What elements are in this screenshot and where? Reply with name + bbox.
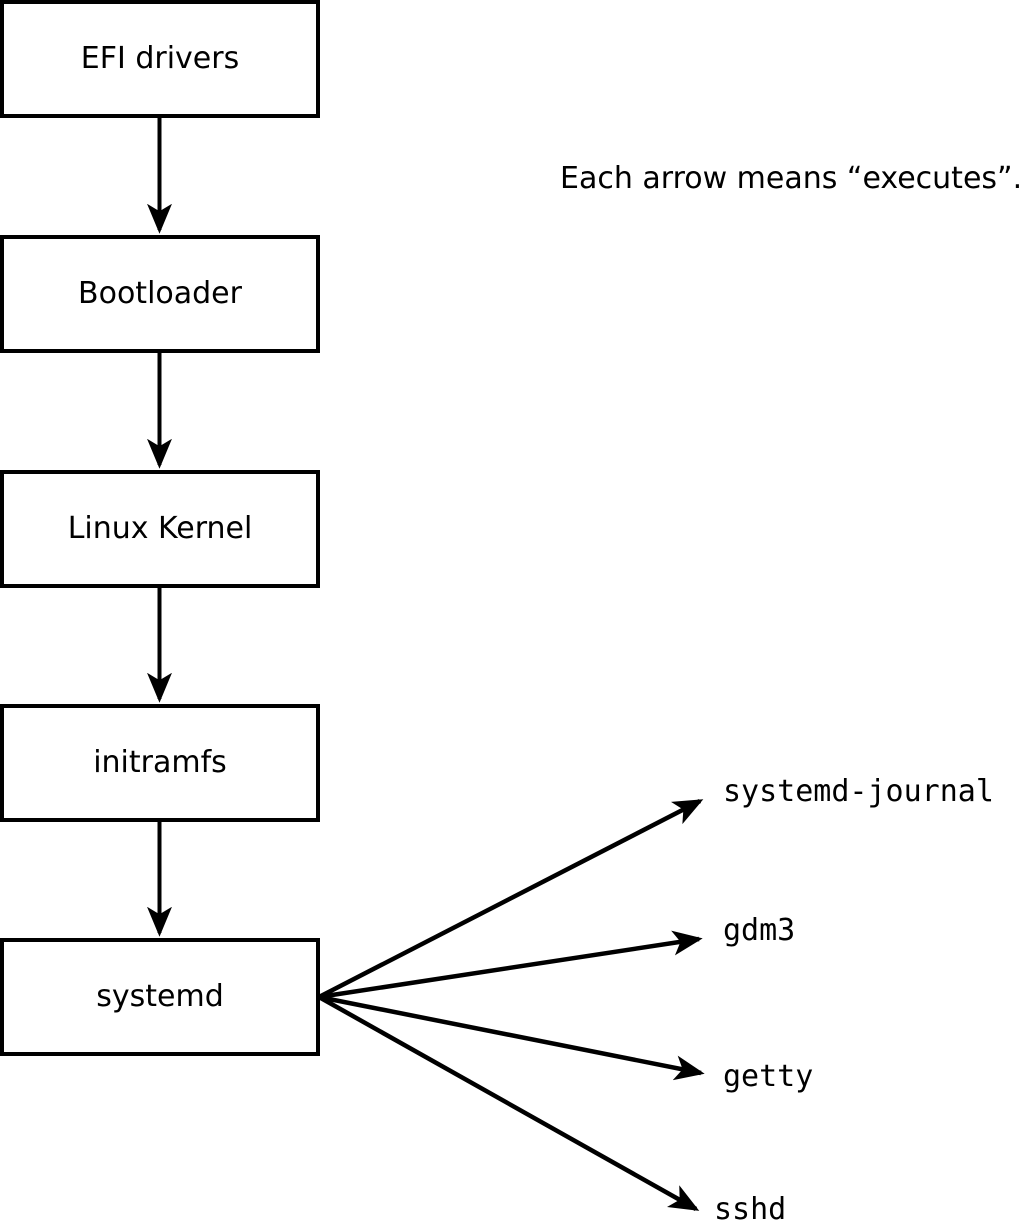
label-gdm3: gdm3 xyxy=(723,913,796,948)
node-linux-kernel: Linux Kernel xyxy=(0,470,320,588)
node-initramfs-label: initramfs xyxy=(93,745,227,780)
node-bootloader: Bootloader xyxy=(0,235,320,353)
node-initramfs: initramfs xyxy=(0,704,320,822)
arrow-systemd-to-gdm3 xyxy=(318,930,703,1000)
arrow-systemd-to-sshd xyxy=(317,995,700,1211)
caption-arrow-meaning: Each arrow means “executes”. xyxy=(560,161,1023,196)
label-getty: getty xyxy=(723,1059,814,1094)
label-systemd-journal: systemd-journal xyxy=(723,774,994,809)
node-bootloader-label: Bootloader xyxy=(78,276,242,311)
arrow-systemd-to-systemd-journal xyxy=(317,798,704,1000)
label-sshd: sshd xyxy=(714,1192,787,1227)
node-efi-drivers: EFI drivers xyxy=(0,0,320,118)
node-systemd: systemd xyxy=(0,938,320,1056)
node-efi-drivers-label: EFI drivers xyxy=(80,41,240,76)
node-systemd-label: systemd xyxy=(96,979,224,1014)
node-linux-kernel-label: Linux Kernel xyxy=(67,511,253,546)
arrow-systemd-to-getty xyxy=(318,994,705,1081)
